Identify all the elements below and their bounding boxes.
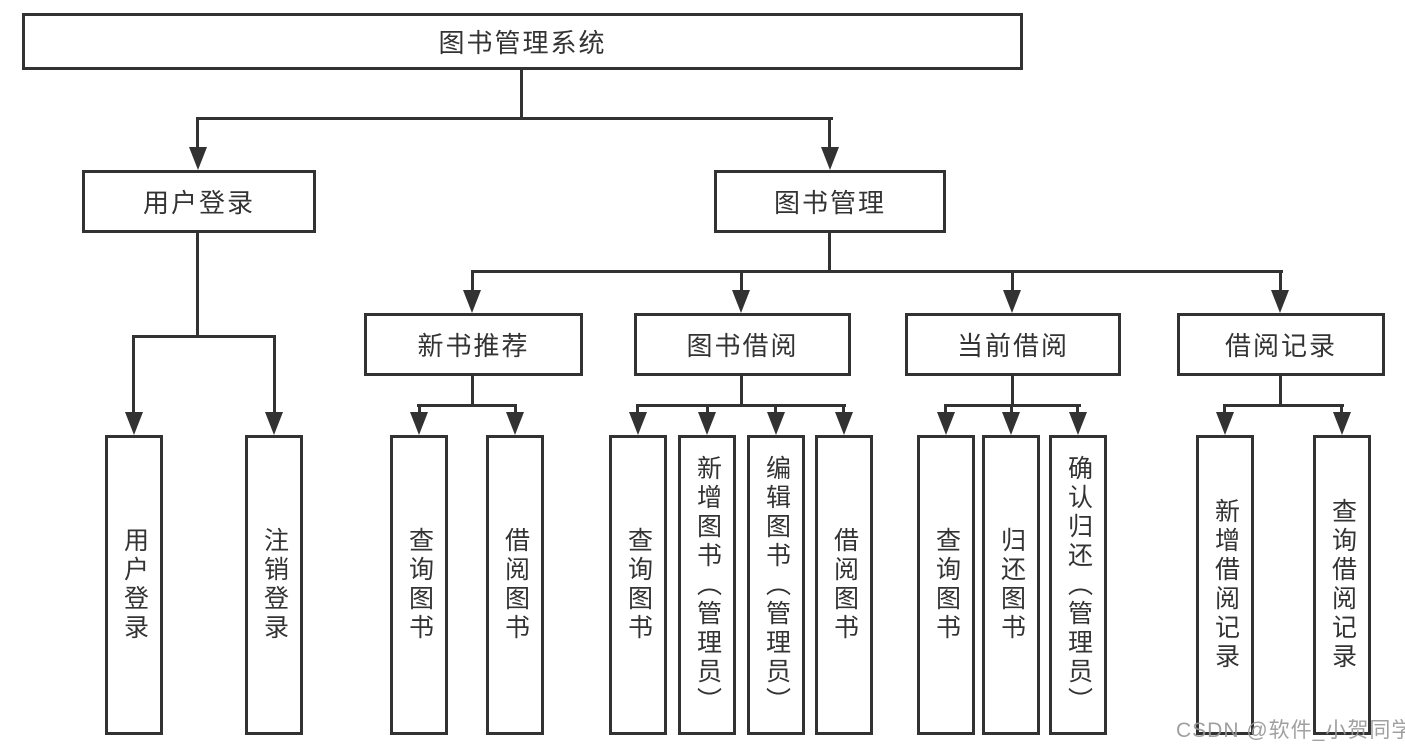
connector-line [1279, 270, 1282, 296]
connector-line [196, 233, 199, 337]
connector-line [514, 404, 517, 418]
arrow-down-icon [189, 147, 207, 170]
leaf-add-books-admin: 新增图书（管理员） [678, 435, 736, 735]
connector-line [1223, 404, 1344, 407]
connector-line [417, 404, 517, 407]
node-borrow-records-label: 借阅记录 [1224, 331, 1337, 361]
leaf-borrow-books-recommend-label: 借阅图书 [501, 527, 530, 643]
leaf-query-borrow-record-label: 查询借阅记录 [1328, 498, 1357, 672]
arrow-down-icon [1003, 290, 1021, 313]
arrow-down-icon [732, 290, 750, 313]
arrow-down-icon [1216, 412, 1234, 435]
connector-line [944, 404, 947, 418]
node-book-management: 图书管理 [714, 170, 946, 233]
leaf-user-login: 用户登录 [105, 435, 163, 735]
leaf-edit-books-admin-label: 编辑图书（管理员） [762, 454, 791, 716]
leaf-query-books-recommend-label: 查询图书 [405, 527, 434, 643]
node-library-system-label: 图书管理系统 [438, 28, 607, 58]
connector-line [196, 117, 833, 120]
arrow-down-icon [506, 412, 524, 435]
leaf-add-borrow-record-label: 新增借阅记录 [1211, 498, 1240, 672]
connector-line [273, 335, 276, 415]
csdn-watermark: CSDN @软件_小贺同学 [1176, 719, 1405, 742]
node-book-borrow-label: 图书借阅 [686, 331, 799, 361]
connector-line [1011, 270, 1014, 296]
arrow-down-icon [937, 412, 955, 435]
node-book-borrow: 图书借阅 [634, 313, 851, 376]
node-user-login-group: 用户登录 [82, 170, 316, 233]
node-new-book-recommend-label: 新书推荐 [417, 331, 530, 361]
arrow-down-icon [1271, 290, 1289, 313]
leaf-return-books-label: 归还图书 [997, 527, 1026, 643]
leaf-query-books-current-label: 查询图书 [932, 527, 961, 643]
connector-line [740, 376, 743, 407]
connector-line [520, 70, 523, 120]
connector-line [471, 270, 474, 296]
connector-line [1223, 404, 1226, 418]
connector-line [637, 404, 846, 407]
connector-line [706, 404, 709, 418]
node-library-system: 图书管理系统 [22, 13, 1023, 70]
node-current-borrow-label: 当前借阅 [956, 331, 1069, 361]
arrow-down-icon [410, 412, 428, 435]
leaf-query-books-current: 查询图书 [917, 435, 975, 735]
leaf-add-books-admin-label: 新增图书（管理员） [693, 454, 722, 716]
connector-line [132, 335, 135, 415]
leaf-query-books-recommend: 查询图书 [390, 435, 448, 735]
connector-line [132, 335, 276, 338]
arrow-down-icon [698, 412, 716, 435]
leaf-query-borrow-record: 查询借阅记录 [1313, 435, 1371, 735]
leaf-borrow-books-recommend: 借阅图书 [486, 435, 544, 735]
leaf-borrow-books-label: 借阅图书 [830, 527, 859, 643]
connector-line [828, 117, 831, 151]
connector-line [1279, 376, 1282, 407]
connector-line [196, 117, 199, 151]
arrow-down-icon [1069, 412, 1087, 435]
arrow-down-icon [1333, 412, 1351, 435]
arrow-down-icon [463, 290, 481, 313]
connector-line [471, 376, 474, 407]
leaf-add-borrow-record: 新增借阅记录 [1196, 435, 1254, 735]
node-book-management-label: 图书管理 [773, 188, 886, 218]
leaf-query-books-borrow-label: 查询图书 [624, 527, 653, 643]
arrow-down-icon [1002, 412, 1020, 435]
connector-line [842, 404, 845, 418]
leaf-confirm-return-admin-label: 确认归还（管理员） [1064, 454, 1093, 716]
connector-line [1076, 404, 1079, 418]
connector-line [774, 404, 777, 418]
arrow-down-icon [835, 412, 853, 435]
leaf-logout: 注销登录 [245, 435, 303, 735]
node-borrow-records: 借阅记录 [1177, 313, 1385, 376]
connector-line [740, 270, 743, 296]
connector-line [1011, 376, 1014, 407]
node-current-borrow: 当前借阅 [905, 313, 1121, 376]
leaf-logout-label: 注销登录 [260, 527, 289, 643]
leaf-return-books: 归还图书 [982, 435, 1040, 735]
arrow-down-icon [821, 147, 839, 170]
leaf-user-login-label: 用户登录 [120, 527, 149, 643]
leaf-borrow-books: 借阅图书 [815, 435, 873, 735]
connector-line [636, 404, 639, 418]
connector-line [418, 404, 421, 418]
connector-line [1010, 404, 1013, 418]
connector-line [828, 233, 831, 273]
connector-line [1340, 404, 1343, 418]
leaf-confirm-return-admin: 确认归还（管理员） [1049, 435, 1107, 735]
arrow-down-icon [629, 412, 647, 435]
arrow-down-icon [767, 412, 785, 435]
connector-line [471, 270, 1283, 273]
arrow-down-icon [265, 412, 283, 435]
arrow-down-icon [125, 412, 143, 435]
leaf-query-books-borrow: 查询图书 [609, 435, 667, 735]
node-user-login-group-label: 用户登录 [142, 188, 255, 218]
node-new-book-recommend: 新书推荐 [364, 313, 583, 376]
leaf-edit-books-admin: 编辑图书（管理员） [747, 435, 805, 735]
